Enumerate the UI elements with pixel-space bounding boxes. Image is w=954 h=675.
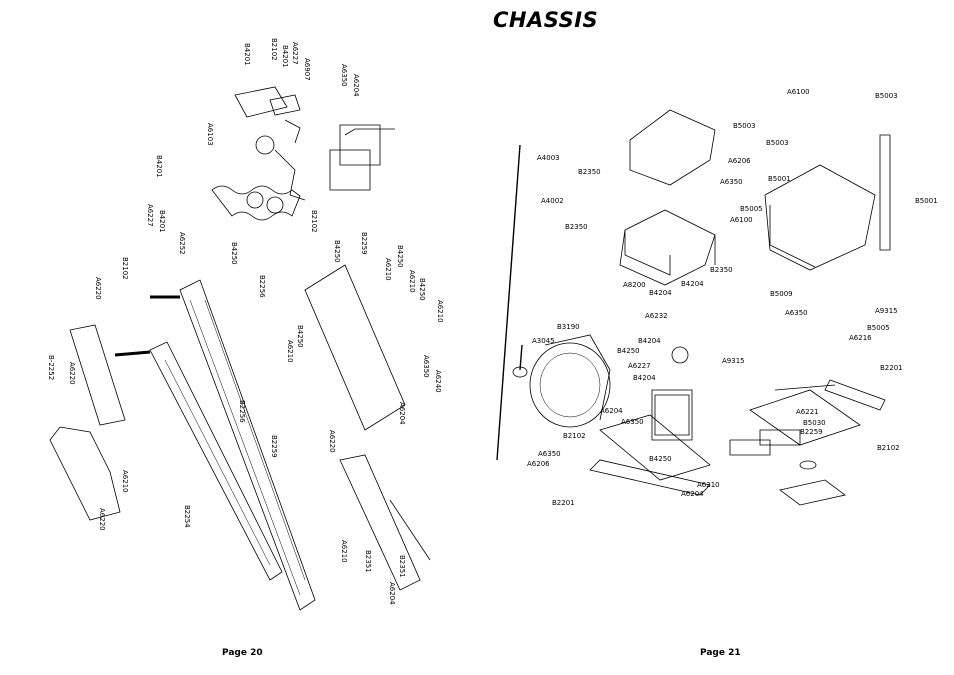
right-label: A6206 (527, 460, 550, 468)
left-label: A6350 (340, 64, 348, 87)
right-label: B4204 (638, 337, 661, 345)
right-label: B5009 (770, 290, 793, 298)
right-label: B3190 (557, 323, 580, 331)
left-label: A6220 (94, 277, 102, 300)
left-label: A6240 (434, 370, 442, 393)
left-label: A6210 (436, 300, 444, 323)
right-label: A6206 (728, 157, 751, 165)
left-label: A6103 (206, 123, 214, 146)
left-label: B2351 (398, 555, 406, 578)
left-label: A6220 (68, 362, 76, 385)
left-label: A6210 (121, 470, 129, 493)
left-label: B4201 (155, 155, 163, 178)
right-label: B2102 (877, 444, 900, 452)
right-label: B4250 (649, 455, 672, 463)
right-label: B5003 (733, 122, 756, 130)
left-label: A6227 (146, 204, 154, 227)
left-label: A6204 (388, 582, 396, 605)
right-label: B5003 (766, 139, 789, 147)
right-label: A6100 (787, 88, 810, 96)
right-label: A6350 (621, 418, 644, 426)
right-label: A9315 (875, 307, 898, 315)
left-label: B4201 (281, 45, 289, 68)
left-label: A6252 (178, 232, 186, 255)
right-label: A6227 (628, 362, 651, 370)
left-label: B2256 (258, 275, 266, 298)
left-label: B4250 (333, 240, 341, 263)
right-label: B5005 (740, 205, 763, 213)
right-label: A6216 (849, 334, 872, 342)
page-title: CHASSIS (493, 8, 599, 32)
left-label: B4250 (396, 245, 404, 268)
left-label: B2102 (121, 257, 129, 280)
left-label: B2259 (270, 435, 278, 458)
left-label: A6210 (408, 270, 416, 293)
right-label: A8200 (623, 281, 646, 289)
left-label: A6350 (422, 355, 430, 378)
right-label: A6350 (538, 450, 561, 458)
right-label: B2201 (880, 364, 903, 372)
left-label: A6220 (328, 430, 336, 453)
left-label: A6227 (291, 42, 299, 65)
right-label: B5003 (875, 92, 898, 100)
left-label: A6907 (303, 58, 311, 81)
right-label: A6210 (697, 481, 720, 489)
right-label: A6204 (600, 407, 623, 415)
right-label: A6221 (796, 408, 819, 416)
right-label: A3045 (532, 337, 555, 345)
right-label: A6204 (681, 490, 704, 498)
right-label: B2350 (710, 266, 733, 274)
left-label: B2256 (238, 400, 246, 423)
left-label: A6210 (340, 540, 348, 563)
left-label: B2102 (270, 38, 278, 61)
right-label: A6350 (785, 309, 808, 317)
left-label: A6220 (98, 508, 106, 531)
left-label: A6204 (352, 74, 360, 97)
left-label: B4250 (418, 278, 426, 301)
left-label: B2351 (364, 550, 372, 573)
right-label: B5005 (867, 324, 890, 332)
right-label: B4204 (681, 280, 704, 288)
left-label: B4201 (158, 210, 166, 233)
right-label: B4250 (617, 347, 640, 355)
left-label: B4250 (230, 242, 238, 265)
right-label: B2350 (578, 168, 601, 176)
right-label: A4003 (537, 154, 560, 162)
left-label: A6210 (286, 340, 294, 363)
left-label: B2102 (310, 210, 318, 233)
right-label: B4204 (649, 289, 672, 297)
right-label: B2350 (565, 223, 588, 231)
right-label: B5001 (768, 175, 791, 183)
right-label: A6232 (645, 312, 668, 320)
right-label: B2259 (800, 428, 823, 436)
right-label: B4204 (633, 374, 656, 382)
page-number-right: Page 21 (700, 648, 741, 658)
right-label: B2201 (552, 499, 575, 507)
right-label: A9315 (722, 357, 745, 365)
left-label: B2254 (183, 505, 191, 528)
left-label: B4201 (243, 43, 251, 66)
left-label: A6210 (384, 258, 392, 281)
left-label: B2259 (360, 232, 368, 255)
right-label: A6100 (730, 216, 753, 224)
right-label: A4002 (541, 197, 564, 205)
right-label: A6350 (720, 178, 743, 186)
left-label: B-2252 (47, 355, 55, 380)
right-label: B5001 (915, 197, 938, 205)
right-label: B2102 (563, 432, 586, 440)
page-number-left: Page 20 (222, 648, 263, 658)
left-label: B4250 (296, 325, 304, 348)
left-label: A6204 (398, 402, 406, 425)
right-label: B5030 (803, 419, 826, 427)
